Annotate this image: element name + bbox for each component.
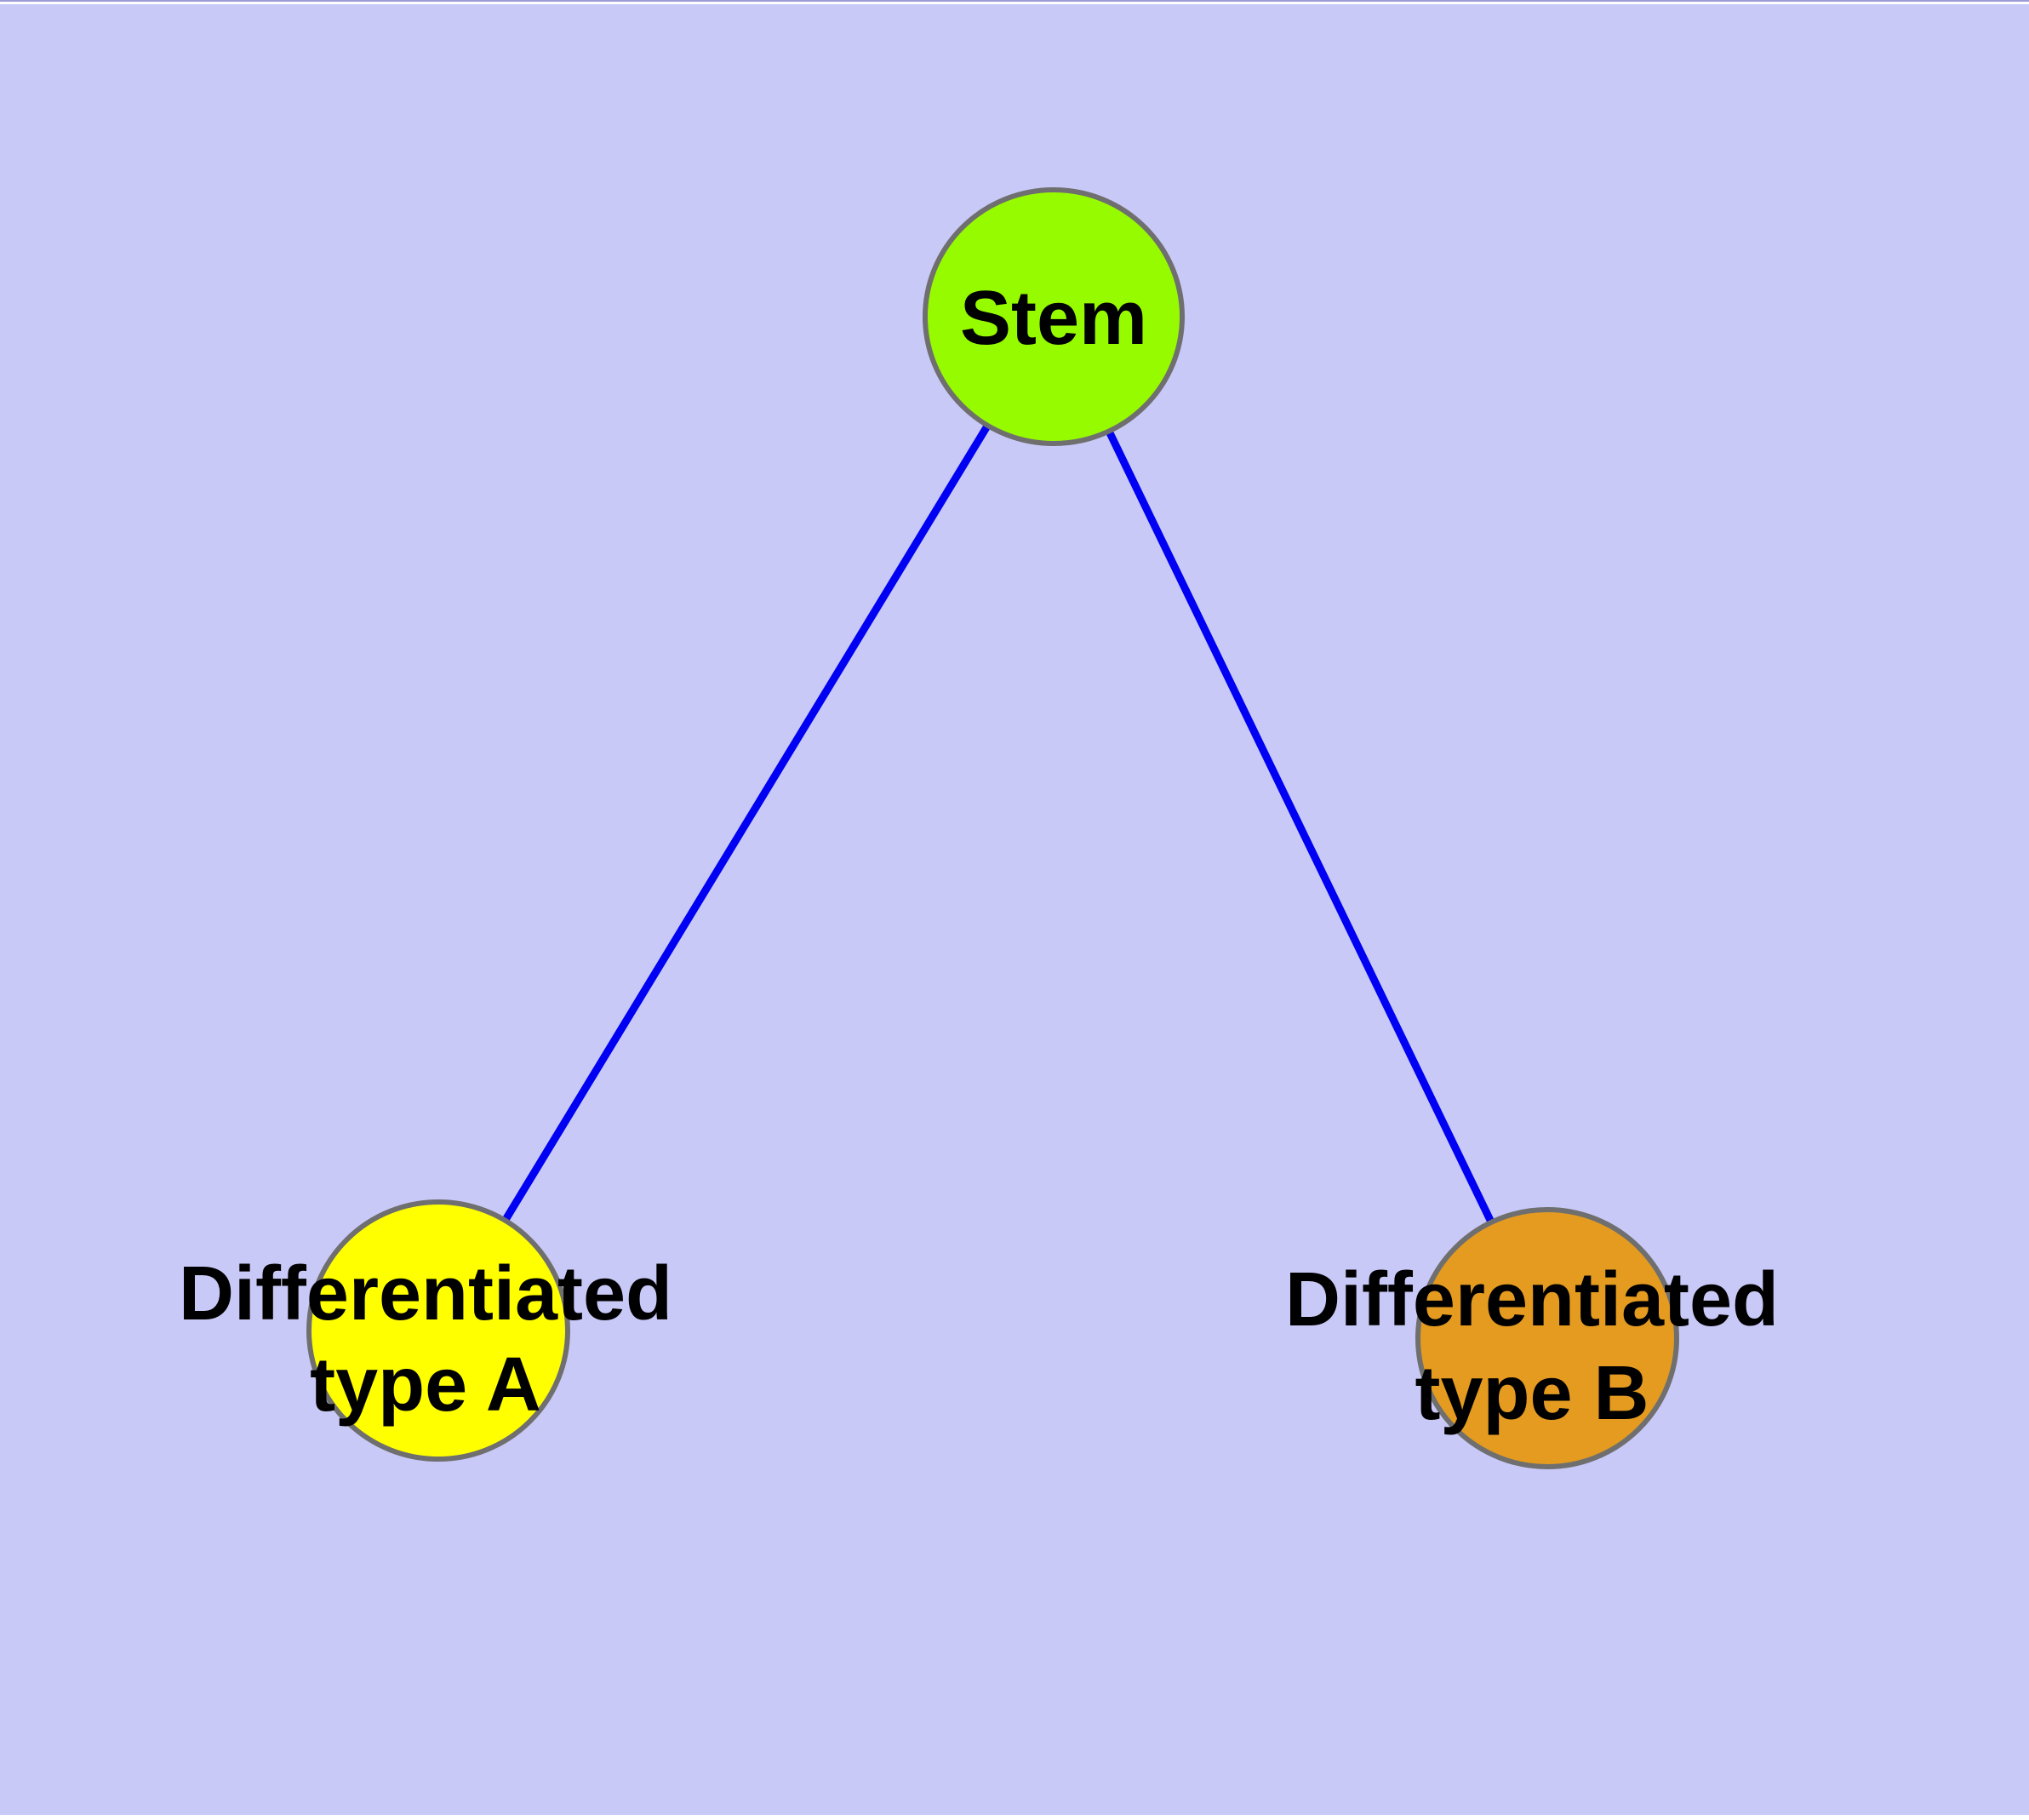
edge-stem-to-type-a <box>435 314 1057 1333</box>
top-edge-light-line <box>0 2 2029 4</box>
bottom-edge-white-margin <box>0 1815 2029 1820</box>
node-type-b-label-line2: type B <box>1415 1351 1649 1436</box>
node-differentiated-type-a <box>306 1199 570 1462</box>
node-type-a-label-line2: type A <box>310 1342 541 1428</box>
node-stem-label: Stem <box>960 276 1147 361</box>
node-differentiated-type-b <box>1415 1207 1679 1469</box>
node-stem <box>923 187 1185 446</box>
edge-stem-to-type-b <box>1049 315 1552 1340</box>
node-type-b-label-line1: Differentiated <box>1285 1257 1779 1342</box>
top-edge-dark-line <box>0 0 2029 2</box>
node-type-a-label-line1: Differentiated <box>179 1251 672 1336</box>
